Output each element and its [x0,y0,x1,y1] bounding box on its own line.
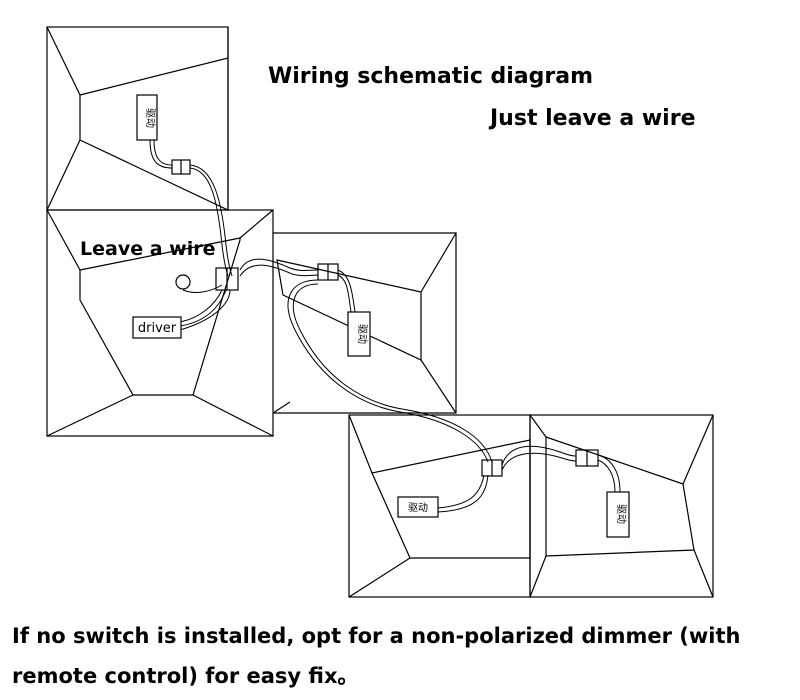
driver-box-3: 驱动 [347,311,371,357]
driver-box-4: 驱动 [397,496,439,518]
diagram-title: Wiring schematic diagram [268,64,594,89]
panel-4 [348,414,531,598]
panel-3 [272,232,457,414]
panel-2 [46,209,274,437]
wire-bundle [149,139,621,513]
driver-box-1: 驱动 [136,94,158,141]
wire-end-icon [175,274,191,290]
installation-note: If no switch is installed, opt for a non… [12,616,792,696]
driver-box-5: 驱动 [606,491,630,538]
driver-box-2: driver [132,316,182,339]
driver-box-2-label: driver [138,321,177,336]
driver-box-5-label: 驱动 [615,504,627,524]
driver-box-1-label: 驱动 [144,108,156,128]
installation-note-line-1: If no switch is installed, opt for a non… [12,624,741,648]
panel-5 [529,414,714,598]
diagram-subtitle: Just leave a wire [490,106,696,131]
driver-box-3-label: 驱动 [356,324,368,344]
driver-box-4-label: 驱动 [408,502,428,514]
connectors [171,159,599,477]
installation-note-line-2: remote control) for easy fix。 [12,664,359,688]
leave-wire-label: Leave a wire [80,238,216,260]
